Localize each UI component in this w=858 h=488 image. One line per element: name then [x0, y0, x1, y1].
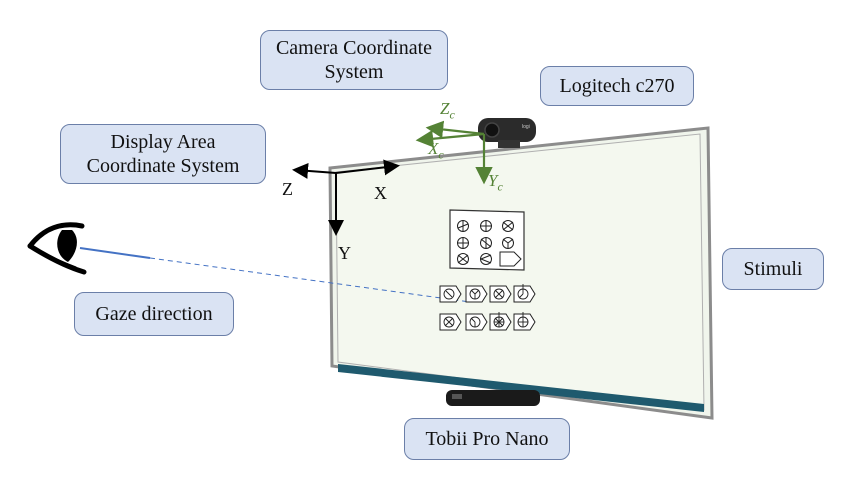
camera-coordinate-system-label: Camera Coordinate System [260, 30, 448, 90]
answer-option [465, 313, 488, 331]
camera-y-axis-label: Yc [488, 172, 503, 195]
camera-z-axis-label-sub: c [449, 107, 455, 122]
camera-x-axis-label-base: X [428, 139, 439, 158]
display-board [328, 126, 714, 420]
stimulus-glyph [457, 237, 469, 249]
display-y-axis-label: Y [338, 243, 351, 263]
answer-option [439, 285, 462, 303]
stimulus-matrix-panel [449, 209, 525, 271]
svg-text:logi: logi [522, 124, 530, 130]
camera-axes [415, 120, 493, 185]
camera-x-axis-label: Xc [428, 140, 444, 163]
stimulus-glyph [457, 253, 469, 265]
board-bottom-strip [338, 364, 704, 412]
display-z-axis [292, 162, 337, 179]
stimulus-glyph [480, 237, 492, 249]
camera-y-axis-label-sub: c [497, 179, 503, 194]
camera-y-axis-label-base: Y [488, 171, 498, 190]
tobii-pro-nano-label: Tobii Pro Nano [404, 418, 570, 460]
stimulus-glyph [480, 220, 492, 232]
answer-option [439, 313, 462, 331]
gaze-line [79, 247, 471, 303]
answer-option [489, 312, 512, 331]
stimuli-label: Stimuli [722, 248, 824, 290]
camera-x-axis-label-sub: c [438, 147, 444, 162]
webcam-icon: logi [478, 118, 536, 148]
eye-icon [27, 222, 87, 275]
stimulus-glyph [480, 253, 492, 265]
gaze-solid-segment [79, 247, 151, 259]
camera-z-axis [425, 120, 485, 139]
stimulus-glyph [457, 220, 469, 232]
answer-option [513, 312, 536, 331]
answer-option [513, 284, 536, 303]
camera-z-axis-label-base: Z [440, 99, 450, 118]
display-axes [292, 159, 400, 236]
display-x-axis [335, 159, 400, 176]
display-x-axis-label: X [374, 183, 387, 203]
stimulus-blank-answer [499, 251, 522, 267]
camera-z-axis-label: Zc [440, 100, 455, 123]
stimulus-glyph [502, 237, 514, 249]
stimulus-glyph [502, 220, 514, 232]
gaze-direction-label: Gaze direction [74, 292, 234, 336]
display-z-axis-label: Z [282, 179, 293, 199]
camera-x-axis [415, 130, 485, 148]
logitech-camera-label: Logitech c270 [540, 66, 694, 106]
stimulus-answer-options [439, 284, 536, 331]
eye-tracker-bar-icon [446, 390, 540, 406]
answer-option [489, 285, 512, 303]
answer-option [465, 285, 488, 303]
display-area-coordinate-system-label: Display Area Coordinate System [60, 124, 266, 184]
